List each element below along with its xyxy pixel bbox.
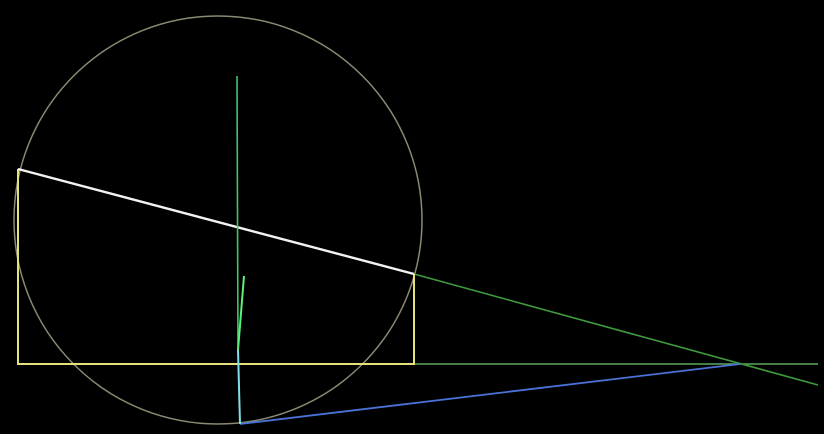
green-extension-line — [413, 273, 819, 386]
white-chord — [17, 167, 415, 276]
circle — [13, 15, 423, 425]
rectangle — [17, 169, 415, 365]
blue-line — [239, 363, 741, 425]
vertical-green-line — [236, 75, 239, 351]
short-green-segment — [237, 275, 245, 351]
cyan-segment — [237, 349, 241, 425]
